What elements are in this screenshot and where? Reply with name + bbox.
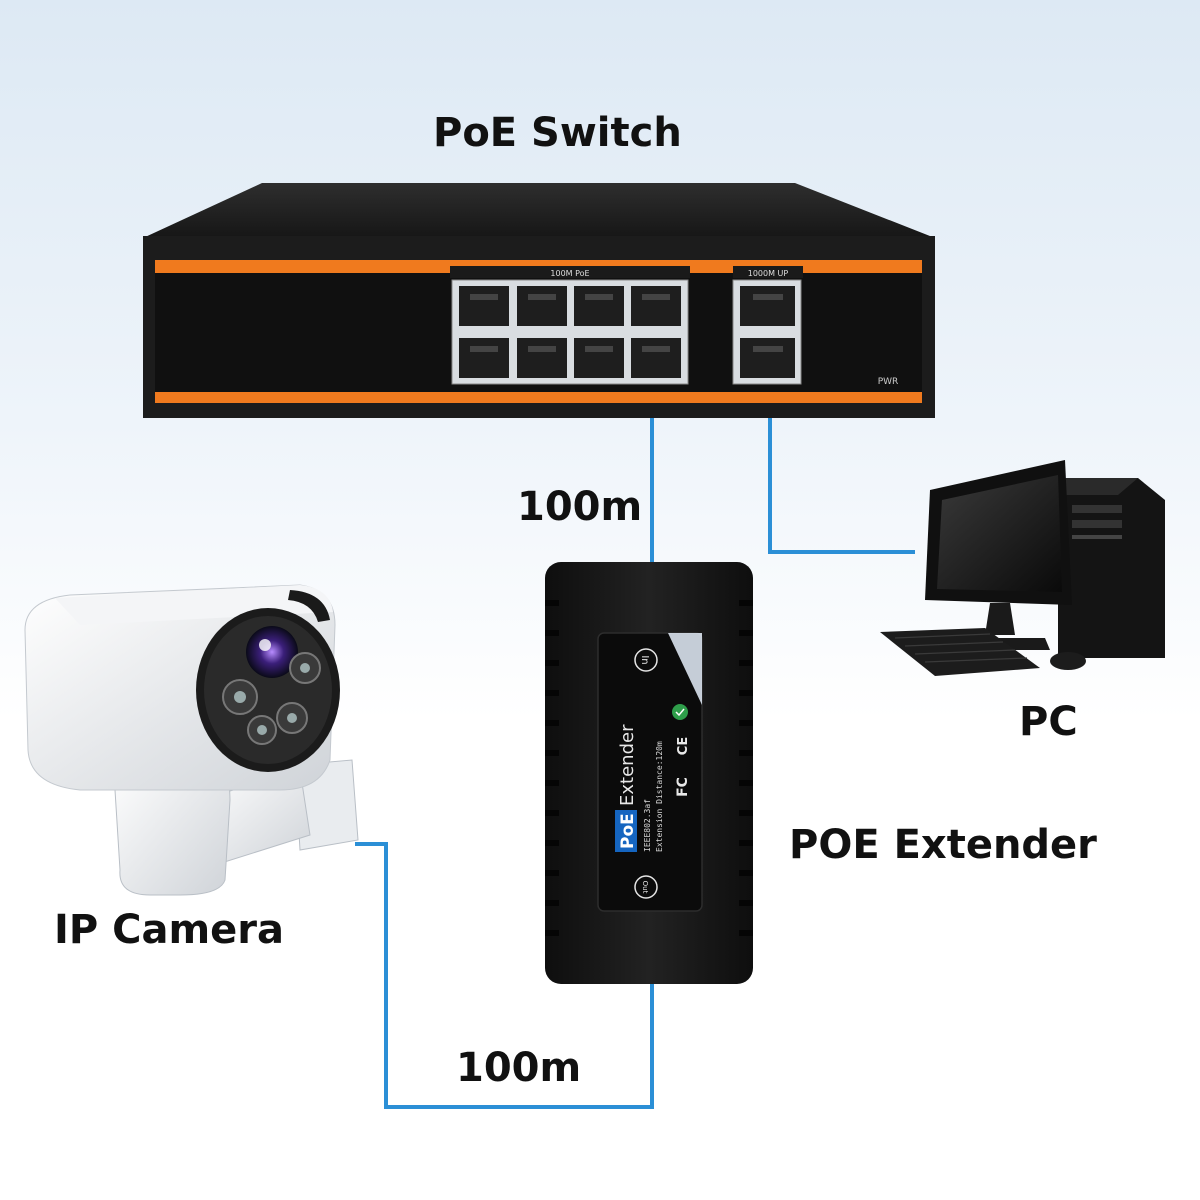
standard-label: IEEE802.3af	[643, 799, 652, 852]
out-port-icon: Out	[634, 875, 658, 899]
mouse-icon	[1050, 652, 1086, 670]
port-number: 9	[738, 394, 744, 404]
cable-extender-to-camera	[355, 842, 654, 1109]
rj45-port[interactable]	[631, 338, 681, 378]
cable-switch-to-pc	[768, 372, 915, 554]
port-number: 4	[544, 394, 550, 404]
power-label: PWR	[878, 377, 899, 387]
ip-camera	[24, 584, 359, 896]
ip-camera-label: IP Camera	[54, 907, 284, 953]
rj45-port[interactable]	[459, 338, 509, 378]
distance-label-bottom: 100m	[456, 1045, 582, 1091]
pc	[880, 460, 1165, 676]
fc-mark-icon: FC	[675, 777, 691, 797]
rj45-port[interactable]	[740, 338, 795, 378]
out-port-label: Out	[641, 881, 649, 894]
poe-ports	[459, 286, 795, 378]
rj45-port[interactable]	[631, 286, 681, 326]
poe-group-label: 100M PoE	[550, 269, 589, 278]
poe-extender-label: POE Extender	[789, 822, 1097, 868]
port-number: 8	[653, 394, 659, 404]
pc-label: PC	[1019, 699, 1078, 745]
poe-extender: In Out PoE Extender IEEE802.3af Extensio…	[545, 562, 753, 984]
rj45-port[interactable]	[574, 338, 624, 378]
brand-name: Extender	[617, 724, 638, 806]
rj45-port[interactable]	[517, 338, 567, 378]
port-number: 10	[766, 394, 778, 404]
distance-spec-label: Extension Distance:120m	[655, 741, 664, 852]
rj45-port[interactable]	[459, 286, 509, 326]
port-number: 5	[571, 394, 577, 404]
rj45-port[interactable]	[517, 286, 567, 326]
uplink-group-label: 1000M UP	[748, 269, 789, 278]
poe-switch-label: PoE Switch	[433, 110, 682, 156]
poe-switch: 100M PoE 1000M UP 1 2 3	[143, 183, 935, 418]
power-led-icon	[885, 394, 891, 400]
in-port-label: In	[639, 655, 650, 664]
in-port-icon: In	[634, 648, 658, 672]
port-number: 2	[490, 394, 496, 404]
port-number: 6	[598, 394, 604, 404]
lens-icon	[246, 626, 298, 678]
port-number: 7	[626, 394, 632, 404]
port-number: 1	[462, 394, 468, 404]
rj45-port[interactable]	[574, 286, 624, 326]
rj45-port[interactable]	[740, 286, 795, 326]
brand-prefix: PoE	[618, 813, 638, 849]
recycle-mark-icon	[672, 704, 688, 720]
ce-mark-icon: CE	[676, 737, 691, 755]
port-number: 3	[517, 394, 523, 404]
distance-label-top: 100m	[517, 484, 643, 530]
